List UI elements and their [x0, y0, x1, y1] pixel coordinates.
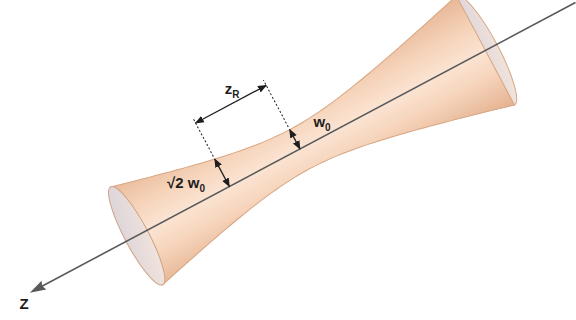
extension-line [193, 118, 214, 157]
waist-label: w0 [313, 114, 330, 129]
label-main: z [225, 80, 233, 97]
radius-arrow [215, 159, 230, 186]
waist-arrow [290, 130, 300, 149]
label-main: √2 w [167, 174, 199, 191]
label-subscript: R [232, 89, 239, 100]
axis-label: Z [19, 296, 28, 311]
extension-line [263, 80, 288, 127]
label-main: Z [19, 295, 28, 312]
propagation-axis [39, 3, 576, 288]
radius-label: √2 w0 [167, 175, 205, 190]
label-subscript: 0 [325, 122, 331, 133]
label-subscript: 0 [199, 183, 205, 194]
beam-envelope [108, 0, 515, 290]
axis-arrowhead [27, 281, 46, 297]
dimension-lines [193, 80, 300, 186]
label-main: w [313, 113, 325, 130]
rayleigh-range-label: zR [225, 81, 240, 96]
